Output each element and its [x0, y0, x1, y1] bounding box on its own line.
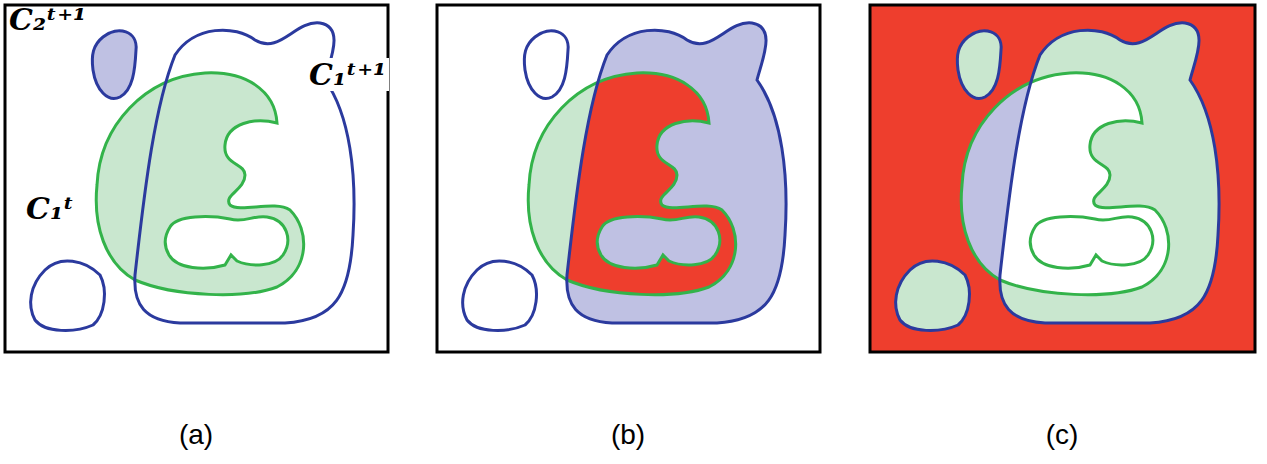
contour-label: C₁ᵗ — [26, 192, 74, 225]
contour-label: C₁ᵗ⁺¹ — [306, 58, 389, 91]
panel-b — [437, 5, 820, 352]
contour-label: C₂ᵗ⁺¹ — [9, 3, 86, 36]
panel-label: (b) — [611, 420, 645, 451]
panel-label: (a) — [179, 420, 213, 451]
panel-c — [870, 5, 1255, 352]
panel-label: (c) — [1046, 420, 1079, 451]
